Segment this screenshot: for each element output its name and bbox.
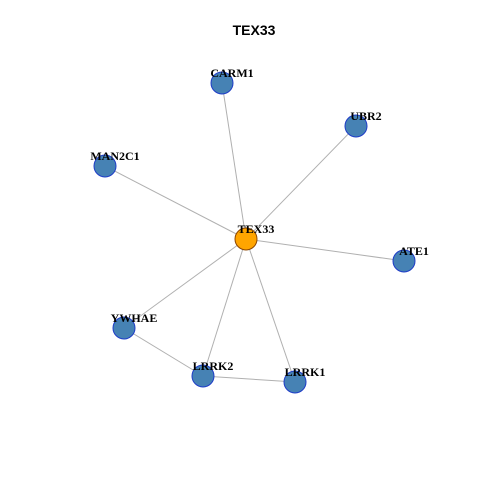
node-man2c1[interactable] bbox=[93, 154, 117, 178]
node-carm1[interactable] bbox=[210, 71, 234, 95]
edge-tex33-ate1 bbox=[245, 238, 405, 262]
node-lrrk1[interactable] bbox=[283, 370, 307, 394]
node-ate1[interactable] bbox=[392, 249, 416, 273]
edge-tex33-man2c1 bbox=[104, 165, 247, 240]
node-tex33[interactable] bbox=[234, 227, 258, 251]
edge-ywhae-lrrk2 bbox=[123, 327, 204, 377]
edge-tex33-lrrk1 bbox=[245, 238, 296, 383]
node-lrrk2[interactable] bbox=[191, 364, 215, 388]
node-label-ate1: ATE1 bbox=[399, 244, 429, 258]
node-label-tex33: TEX33 bbox=[238, 222, 275, 236]
node-label-carm1: CARM1 bbox=[210, 66, 253, 80]
node-label-ubr2: UBR2 bbox=[350, 109, 381, 123]
node-ubr2[interactable] bbox=[344, 114, 368, 138]
edge-tex33-carm1 bbox=[221, 82, 247, 240]
edge-tex33-lrrk2 bbox=[202, 238, 247, 377]
edge-lrrk2-lrrk1 bbox=[202, 375, 296, 383]
node-label-lrrk1: LRRK1 bbox=[285, 365, 326, 379]
node-label-ywhae: YWHAE bbox=[111, 311, 158, 325]
node-label-man2c1: MAN2C1 bbox=[90, 149, 139, 163]
diagram-title: TEX33 bbox=[233, 22, 276, 38]
node-label-lrrk2: LRRK2 bbox=[193, 359, 234, 373]
edge-tex33-ywhae bbox=[123, 238, 247, 329]
edge-layer bbox=[104, 82, 405, 383]
node-ywhae[interactable] bbox=[112, 316, 136, 340]
edge-tex33-ubr2 bbox=[245, 125, 357, 240]
